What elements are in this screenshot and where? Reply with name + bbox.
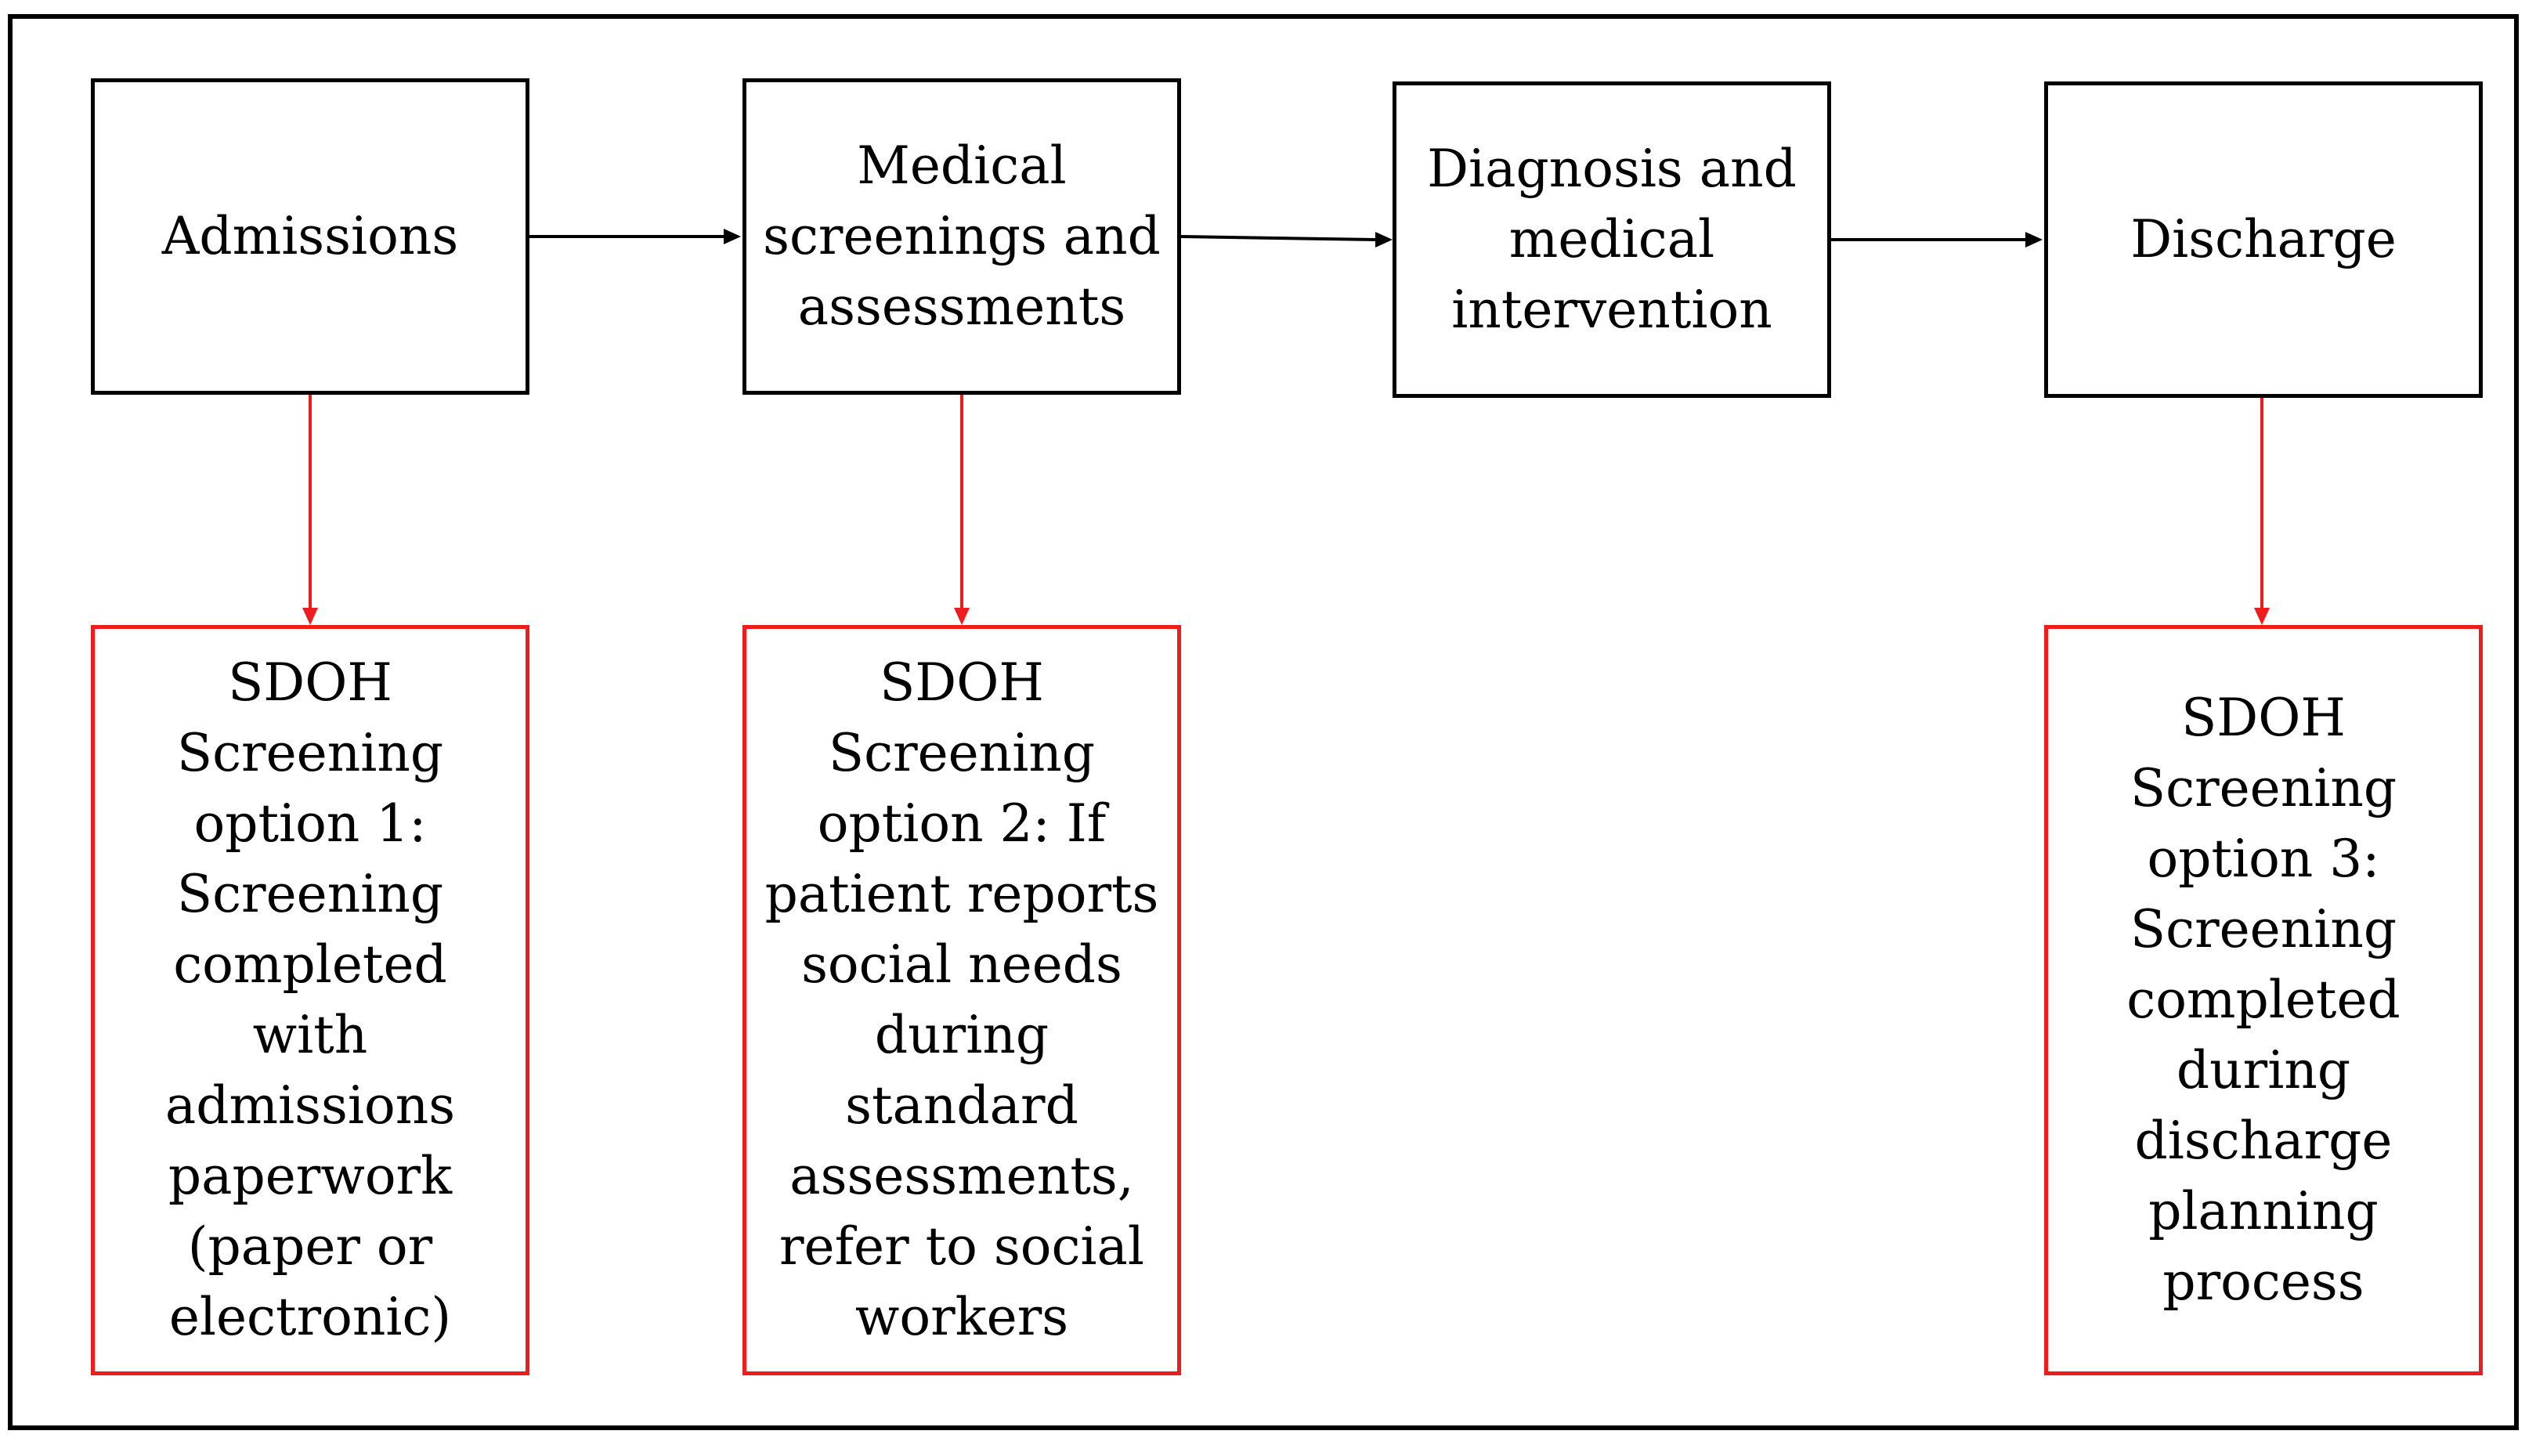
step-discharge-box: Discharge xyxy=(2044,81,2483,398)
sdoh-option-3-box: SDOH Screening option 3: Screening compl… xyxy=(2044,625,2483,1375)
step-admissions-box: Admissions xyxy=(91,78,529,395)
arrow-admissions-to-sdoh-option-1 xyxy=(302,395,318,625)
sdoh-option-2-label: SDOH Screening option 2: If patient repo… xyxy=(764,652,1159,1347)
sdoh-option-1-box: SDOH Screening option 1: Screening compl… xyxy=(91,625,529,1375)
sdoh-option-2-box: SDOH Screening option 2: If patient repo… xyxy=(742,625,1181,1375)
arrow-admissions-to-screenings xyxy=(529,229,741,244)
step-admissions-label: Admissions xyxy=(161,206,459,266)
diagram-frame xyxy=(8,14,2519,1430)
arrow-screenings-to-sdoh-option-2 xyxy=(954,395,970,625)
step-medical-screenings-label: Medical screenings and assessments xyxy=(763,135,1161,337)
step-diagnosis-box: Diagnosis and medical intervention xyxy=(1393,81,1831,398)
step-medical-screenings-box: Medical screenings and assessments xyxy=(742,78,1181,395)
arrow-screenings-to-diagnosis xyxy=(1179,232,1393,247)
arrow-diagnosis-to-discharge xyxy=(1830,232,2043,247)
step-discharge-label: Discharge xyxy=(2130,209,2397,269)
arrow-discharge-to-sdoh-option-3 xyxy=(2254,396,2270,625)
sdoh-option-1-label: SDOH Screening option 1: Screening compl… xyxy=(164,652,456,1347)
step-diagnosis-label: Diagnosis and medical intervention xyxy=(1427,139,1797,340)
sdoh-option-3-label: SDOH Screening option 3: Screening compl… xyxy=(2126,688,2401,1312)
